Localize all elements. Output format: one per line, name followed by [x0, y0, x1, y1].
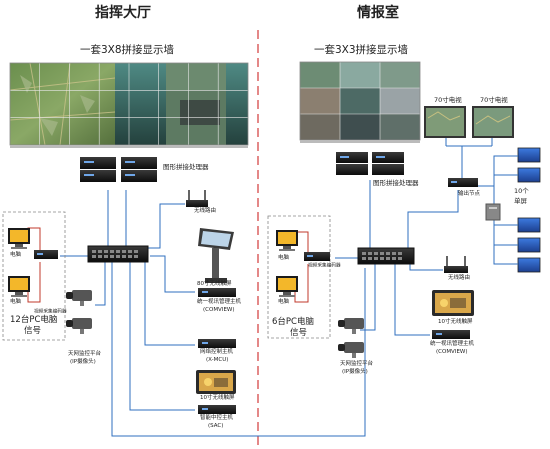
left-sac-sub: (SAC): [208, 423, 224, 429]
right-encoder: [304, 252, 330, 261]
left-net-ctrl-host: [198, 339, 236, 348]
tv1-label: 70寸电视: [434, 96, 462, 104]
tv-70-right: [472, 106, 514, 138]
left-encoder: [34, 250, 58, 259]
right-pc-group-label: 6台PC电脑: [272, 317, 314, 327]
left-section-title: 指挥大厅: [95, 5, 151, 21]
right-processor-label: 图形拼接处理器: [373, 179, 419, 187]
right-encoder-label: 视频采集编码器: [308, 263, 341, 269]
single-screen-hub: [485, 203, 501, 221]
right-mgmt-host-label: 统一视讯管理主机: [430, 341, 475, 347]
left-pc-group-label: 12台PC电脑: [10, 315, 58, 325]
left-touch-kiosk-80: [198, 228, 234, 283]
left-router-label: 无线路由: [194, 208, 217, 214]
output-node-label: 输出节点: [458, 191, 481, 197]
left-ip-camera-1: [66, 290, 92, 306]
right-graphics-processor: [336, 152, 404, 175]
left-pc-group-sub: 信号: [24, 326, 42, 336]
left-net-host-sub: (X-MCU): [206, 357, 229, 363]
right-section-title: 情报室: [357, 5, 399, 21]
right-pc-2: [276, 276, 298, 297]
left-wall-title: 一套3X8拼接显示墙: [80, 44, 175, 56]
single-screen-label: 10个: [514, 187, 529, 195]
left-cam-sub: (IP摄像头): [70, 359, 96, 365]
right-network-switch: [357, 247, 415, 265]
right-ip-camera-1: [338, 318, 364, 334]
left-wireless-router: [186, 190, 208, 207]
left-video-wall: [9, 62, 249, 148]
right-wireless-router: [444, 256, 468, 273]
right-pc2-label: 电脑: [278, 299, 290, 305]
output-node: [448, 178, 478, 187]
network-links: [60, 138, 518, 437]
right-pc-1: [276, 230, 298, 251]
left-touch10-label: 10寸无线触屏: [200, 395, 235, 401]
left-pc-1: [8, 228, 30, 249]
left-pc-2: [8, 276, 30, 297]
left-mgmt-host-label: 统一视讯管理主机: [197, 299, 242, 305]
left-mgmt-host: [198, 288, 236, 297]
right-touch-10: [432, 290, 474, 316]
left-processor-label: 图形拼接处理器: [163, 163, 209, 171]
right-ip-camera-2: [338, 342, 364, 358]
left-pc1-label: 电脑: [10, 252, 22, 258]
left-pc2-label: 电脑: [10, 299, 22, 305]
left-mgmt-host-sub: (COMVIEW): [203, 307, 235, 313]
right-cam-sub: (IP摄像头): [342, 369, 368, 375]
right-mgmt-host: [432, 330, 470, 339]
left-sac-host: [198, 405, 236, 414]
right-mgmt-host-sub: (COMVIEW): [436, 349, 468, 355]
right-pc-group-sub: 信号: [290, 328, 308, 338]
left-net-host-label: 网络控制主机: [200, 349, 234, 355]
tv2-label: 70寸电视: [480, 96, 508, 104]
single-screens: [517, 147, 541, 273]
left-graphics-processor: [80, 157, 157, 182]
tv-70-left: [424, 106, 466, 138]
signal-links: [27, 227, 309, 303]
right-router-label: 无线路由: [448, 275, 471, 281]
left-ip-camera-2: [66, 318, 92, 334]
right-pc-group-box: [267, 215, 331, 339]
single-screen-sub: 单屏: [514, 197, 527, 205]
right-touch10-label: 10寸无线触屏: [438, 319, 473, 325]
right-pc1-label: 电脑: [278, 255, 290, 261]
right-wall-title: 一套3X3拼接显示墙: [314, 44, 409, 56]
left-network-switch: [87, 245, 149, 263]
left-cam-label: 天网监控平台: [68, 351, 102, 357]
left-touch-10: [196, 370, 236, 394]
left-encoder-label: 视频采集编码器: [34, 309, 67, 315]
right-video-wall: [299, 61, 421, 143]
left-pc-group-box: [2, 211, 66, 341]
right-cam-label: 天网监控平台: [340, 361, 374, 367]
left-sac-label: 智能中控主机: [200, 415, 234, 421]
left-touch80-label: 80寸无线触屏: [197, 281, 232, 287]
